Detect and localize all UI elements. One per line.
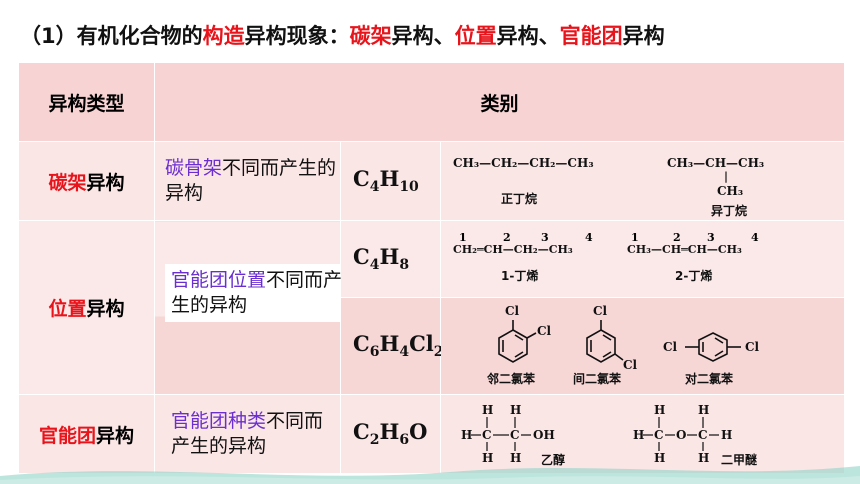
ethanol-h-top2: H <box>510 403 522 417</box>
ethanol-oh: OH <box>533 428 555 442</box>
n-butane-structure: CH₃—CH₂—CH₂—CH₃ <box>453 156 594 170</box>
formula-c4h10: C4H10 <box>340 141 441 221</box>
ortho-cl-2: Cl <box>537 324 552 338</box>
n-butane-label: 正丁烷 <box>501 192 538 206</box>
ether-h-bot1: H <box>654 451 666 465</box>
dimethyl-ether-label: 二甲醚 <box>721 453 758 467</box>
para-dichlorobenzene-label: 对二氯苯 <box>685 372 734 386</box>
butene2-num-3: 3 <box>707 231 715 244</box>
ether-h-top1: H <box>654 403 666 417</box>
meta-dichlorobenzene-label: 间二氯苯 <box>573 372 622 386</box>
ether-h-right: H <box>721 428 733 442</box>
formula-c2h6o: C2H6O <box>340 394 441 474</box>
desc-position: 官能团位置不同而产生的异构 <box>154 220 357 395</box>
para-cl-1: Cl <box>663 340 678 354</box>
ether-o: O <box>676 428 687 442</box>
type-position: 位置异构 <box>18 220 155 395</box>
formula-c4h8: C4H8 <box>340 220 441 298</box>
row-functional-group: 官能团异构 官能团种类不同而产生的异构 C2H6O H C C OH H H H <box>18 394 846 474</box>
butene1-num-1: 1 <box>459 231 467 244</box>
ether-h-bot2: H <box>698 451 710 465</box>
butene2-num-2: 2 <box>673 231 681 244</box>
header-row: 异构类型 类别 <box>18 62 846 142</box>
isobutane-branch: CH₃ <box>717 184 744 198</box>
butene2-num-4: 4 <box>751 231 759 244</box>
ethanol-h-bot2: H <box>510 451 522 465</box>
meta-cl-2: Cl <box>623 358 638 372</box>
butene1-num-4: 4 <box>585 231 593 244</box>
2-butene-structure: CH₃—CH═CH—CH₃ <box>627 243 742 256</box>
header-type: 异构类型 <box>18 62 155 142</box>
ethanol-label: 乙醇 <box>541 453 566 467</box>
benzene-rings <box>498 320 741 363</box>
row-position-1: 位置异构 官能团位置不同而产生的异构 C4H8 1 2 3 4 CH₂═CH—C… <box>18 220 846 395</box>
row-position-2: C6H4Cl2 Cl Cl 邻二氯苯 Cl Cl 间二氯苯 Cl Cl 对二氯苯 <box>19 297 846 395</box>
ether-c2: C <box>698 428 708 442</box>
desc-functional-group: 官能团种类不同而产生的异构 <box>154 394 341 474</box>
ethanol-c2: C <box>510 428 520 442</box>
type-functional-group: 官能团异构 <box>18 394 155 474</box>
structures-butene: 1 2 3 4 CH₂═CH—CH₂—CH₃ 1-丁烯 1 2 3 4 CH₃—… <box>439 220 846 298</box>
butene2-num-1: 1 <box>631 231 639 244</box>
structures-butane: CH₃—CH₂—CH₂—CH₃ 正丁烷 CH₃—CH—CH₃ | CH₃ 异丁烷 <box>439 141 846 221</box>
ethanol-h-bot1: H <box>482 451 494 465</box>
butene1-num-2: 2 <box>503 231 511 244</box>
header-category: 类别 <box>153 62 846 142</box>
row-carbon-skeleton: 碳架异构 碳骨架不同而产生的异构 C4H10 CH₃—CH₂—CH₂—CH₃ 正… <box>18 141 846 221</box>
structures-c2h6o: H C C OH H H H H 乙醇 H C O C H H H H H 二甲… <box>439 394 846 474</box>
ether-c1: C <box>654 428 664 442</box>
para-cl-2: Cl <box>745 340 760 354</box>
desc-position-box: 官能团位置不同而产生的异构 <box>165 263 357 322</box>
isobutane-bond: | <box>724 170 729 183</box>
ethanol-h-top1: H <box>482 403 494 417</box>
page-title: （1）有机化合物的构造异构现象：碳架异构、位置异构、官能团异构 <box>20 24 665 48</box>
ethanol-h-left: H <box>461 428 473 442</box>
isomer-table: 异构类型 类别 碳架异构 碳骨架不同而产生的异构 C4H10 CH₃—CH₂—C… <box>18 62 846 474</box>
structures-dichlorobenzene: Cl Cl 邻二氯苯 Cl Cl 间二氯苯 Cl Cl 对二氯苯 <box>439 297 846 395</box>
1-butene-structure: CH₂═CH—CH₂—CH₃ <box>453 243 573 256</box>
1-butene-label: 1-丁烯 <box>501 269 539 283</box>
ether-h-left: H <box>633 428 645 442</box>
meta-cl-1: Cl <box>593 304 608 318</box>
type-carbon-skeleton: 碳架异构 <box>18 141 155 221</box>
isobutane-structure: CH₃—CH—CH₃ <box>667 156 765 170</box>
formula-c6h4cl2: C6H4Cl2 <box>340 297 444 395</box>
structure-bonds <box>471 417 719 451</box>
desc-carbon-skeleton: 碳骨架不同而产生的异构 <box>154 141 341 221</box>
ether-h-top2: H <box>698 403 710 417</box>
ethanol-c1: C <box>482 428 492 442</box>
2-butene-label: 2-丁烯 <box>675 269 713 283</box>
isobutane-label: 异丁烷 <box>711 204 748 218</box>
ortho-dichlorobenzene-label: 邻二氯苯 <box>487 372 536 386</box>
ortho-cl-1: Cl <box>505 304 520 318</box>
butene1-num-3: 3 <box>541 231 549 244</box>
